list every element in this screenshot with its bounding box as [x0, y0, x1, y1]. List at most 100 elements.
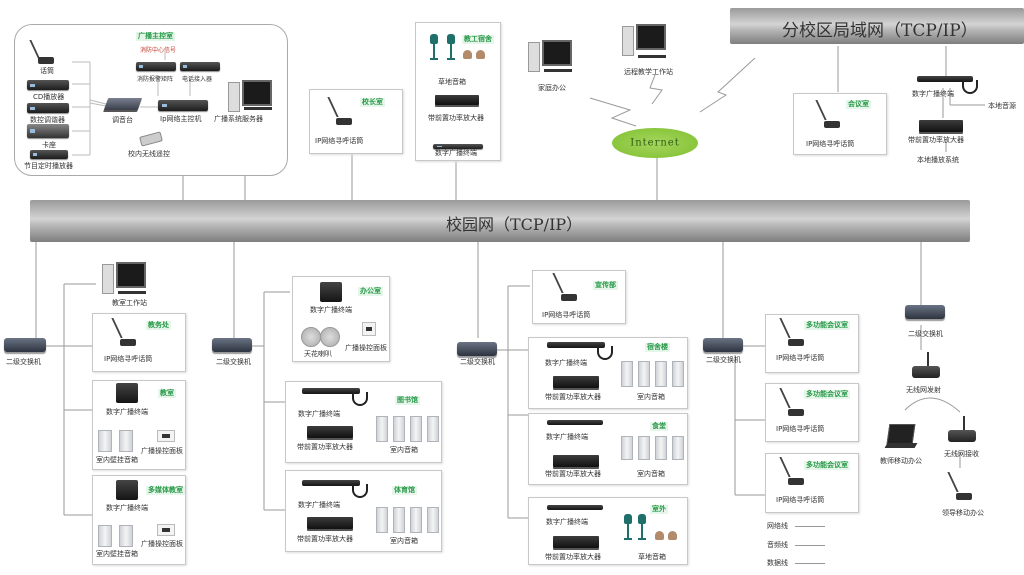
label-fire-zone: 消防报警矩阵 [137, 76, 174, 83]
label-wall-speaker: 室内壁挂音箱 [96, 456, 138, 464]
library-tag: 图书馆 [395, 396, 420, 405]
paging-mic-icon [779, 318, 810, 346]
label-lawn-speaker: 草地音箱 [638, 553, 666, 561]
label-paging-mic: IP网络寻呼话筒 [806, 140, 855, 148]
label-terminal: 数字广播终端 [912, 90, 954, 98]
ceiling-speaker-icon [301, 327, 321, 347]
amplifier-icon [307, 426, 353, 438]
label-paging-mic: IP网络寻呼话筒 [776, 354, 825, 362]
mixer-icon [103, 98, 143, 110]
label-wireless-tx: 无线网发射 [906, 386, 941, 394]
fire-signal-label: 消防中心信号 [140, 47, 177, 54]
control-panel-icon [362, 322, 376, 336]
indoor-speaker-icon [376, 416, 388, 442]
server-pc-icon [228, 80, 272, 112]
label-switch: 二级交换机 [6, 358, 41, 366]
paging-mic-icon [327, 97, 358, 125]
label-lawn-speaker: 草地音箱 [438, 78, 466, 86]
indoor-speaker-icon [621, 436, 633, 460]
control-panel-icon [157, 430, 175, 442]
legend-data-line: 数据线 [767, 559, 788, 567]
indoor-speaker-icon [427, 507, 439, 533]
legend-network-line: 网络线 [767, 522, 788, 530]
home-office-pc-icon [528, 40, 572, 72]
broadcast-terminal-icon [547, 342, 605, 348]
legend-data-swatch [795, 563, 825, 564]
timer-player-icon [30, 150, 68, 159]
indoor-speaker-icon [376, 507, 388, 533]
indoor-speaker-icon [655, 361, 667, 387]
label-panel: 广播操控面板 [345, 344, 387, 352]
label-home-office: 家庭办公 [538, 84, 566, 92]
label-ip-host: Ip网络主控机 [160, 115, 202, 123]
cassette-deck-icon [27, 124, 69, 138]
indoor-speaker-icon [672, 436, 684, 460]
label-amplifier: 带前置功率放大器 [428, 114, 484, 122]
tuner-icon [27, 103, 69, 113]
paging-mic-icon [779, 457, 810, 485]
amplifier-icon [553, 376, 599, 388]
label-wall-speaker: 室内壁挂音箱 [96, 550, 138, 558]
dormitory-tag: 宿舍楼 [645, 343, 670, 352]
label-switch: 二级交换机 [460, 358, 495, 366]
paging-mic-icon [815, 100, 846, 128]
broadcast-terminal-icon [116, 480, 138, 500]
legend-network-swatch [795, 526, 825, 527]
wall-speaker-icon [98, 525, 112, 547]
amplifier-icon [553, 536, 599, 548]
label-amplifier: 带前置功率放大器 [545, 553, 601, 561]
publicity-dept-box [532, 270, 626, 324]
publicity-dept-tag: 宣传部 [593, 281, 618, 290]
label-terminal: 数字广播终端 [106, 408, 148, 416]
microphone-icon [29, 40, 60, 64]
label-workstation: 教室工作站 [112, 299, 147, 307]
wall-speaker-icon [119, 430, 133, 452]
label-switch: 二级交换机 [908, 330, 943, 338]
label-wireless-rx: 无线网接收 [944, 450, 979, 458]
indoor-speaker-icon [638, 361, 650, 387]
label-server: 广播系统服务器 [214, 115, 263, 123]
control-room-title: 广播主控室 [136, 32, 175, 41]
internet-label: Internet [630, 137, 680, 149]
internet-cloud: Internet [612, 128, 698, 158]
fire-zone-matrix-icon [136, 62, 176, 71]
paging-mic-icon [552, 273, 583, 301]
label-local-system: 本地播放系统 [917, 156, 959, 164]
label-indoor-speaker: 室内音箱 [390, 537, 418, 545]
label-amplifier: 带前置功率放大器 [545, 470, 601, 478]
meeting-room-tag: 多功能会议室 [804, 321, 850, 330]
switch-icon [457, 342, 497, 356]
staff-dorm-tag: 教工宿舍 [462, 35, 494, 44]
classroom-tag: 教室 [158, 389, 176, 398]
label-indoor-speaker: 室内音箱 [637, 393, 665, 401]
legend-audio-swatch [795, 545, 825, 546]
label-switch: 二级交换机 [706, 356, 741, 364]
switch-icon [212, 338, 252, 352]
indoor-speaker-icon [393, 507, 405, 533]
campus-net-bus: 校园网（TCP/IP） [30, 200, 970, 242]
staff-dorm-box [415, 22, 501, 161]
label-mic: 话筒 [40, 67, 54, 75]
wall-speaker-icon [98, 430, 112, 452]
remote-workstation-pc-icon [622, 24, 666, 58]
label-laptop: 教师移动办公 [880, 457, 922, 465]
rock-speaker-icon [655, 531, 664, 540]
branch-office-tag: 会议室 [846, 100, 871, 109]
label-terminal: 数字广播终端 [545, 359, 587, 367]
legend-audio-line: 音频线 [767, 541, 788, 549]
broadcast-terminal-icon [433, 144, 483, 149]
meeting-room-tag: 多功能会议室 [804, 461, 850, 470]
branch-lan-bus: 分校区局域网（TCP/IP） [730, 8, 1024, 44]
multimedia-room-tag: 多媒体教室 [146, 486, 185, 495]
amplifier-icon [553, 455, 599, 467]
label-terminal: 数字广播终端 [310, 306, 352, 314]
gym-tag: 体育馆 [392, 486, 417, 495]
label-paging-mic: IP网络寻呼话筒 [104, 355, 153, 363]
label-terminal: 数字广播终端 [298, 501, 340, 509]
wireless-rx-icon [948, 416, 976, 442]
academic-office-tag: 教务处 [146, 321, 171, 330]
principal-office-tag: 校长室 [360, 98, 385, 107]
indoor-speaker-icon [621, 361, 633, 387]
label-terminal: 数字广播终端 [298, 410, 340, 418]
